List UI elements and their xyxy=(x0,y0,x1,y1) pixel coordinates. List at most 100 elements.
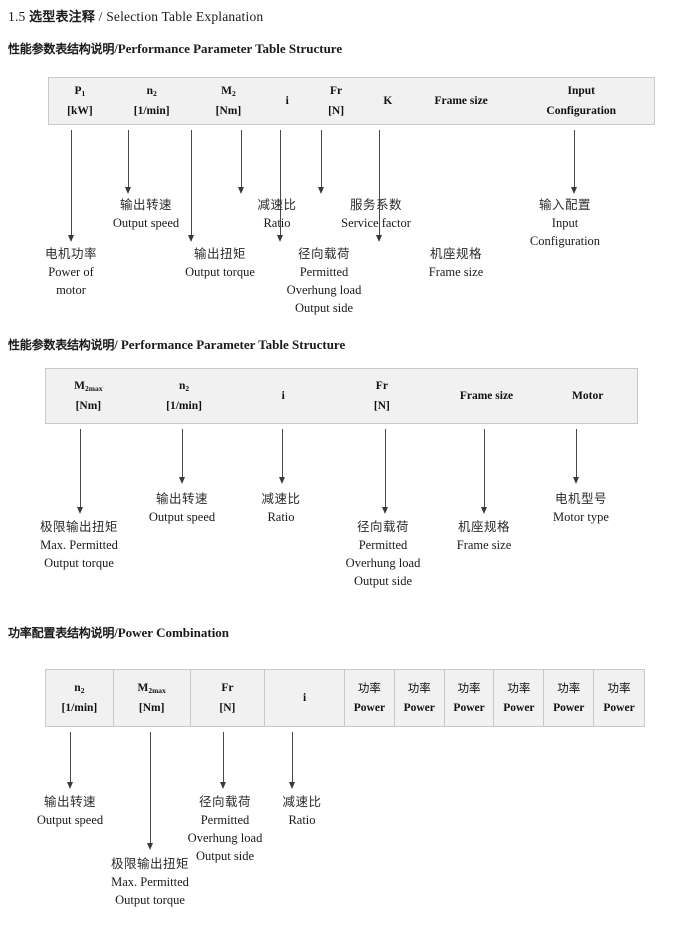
table3-col-i-symbol: i xyxy=(303,691,307,704)
table1-col-frame-size-label: Frame size xyxy=(434,94,488,107)
table3-col-fr: Fr [N] xyxy=(191,670,266,726)
callout-permitted-overhung-load-en-2: Overhung load xyxy=(286,283,362,298)
table2-col-i: i xyxy=(237,369,329,423)
callout-power-of-motor-en-2: motor xyxy=(56,283,86,298)
callout-output-speed-2: 输出转速 Output speed xyxy=(149,490,215,526)
callout-ratio-en-1: Ratio xyxy=(263,216,291,231)
callout-max-permitted-output-torque: 极限输出扭矩 Max. Permitted Output torque xyxy=(40,518,118,572)
page-title: 1.5 选型表注释 / Selection Table Explanation xyxy=(8,6,263,25)
table3-col-power-6-cn: 功率 xyxy=(607,680,631,695)
table3-col-n2: n2 [1/min] xyxy=(46,670,114,726)
callout-output-speed-2-en-1: Output speed xyxy=(148,510,216,525)
page-title-number: 1.5 xyxy=(8,9,26,24)
callout-output-speed-3-cn: 输出转速 xyxy=(43,794,96,809)
table1-col-p1: P1 [kW] xyxy=(49,78,111,124)
table2-col-n2: n2 [1/min] xyxy=(131,369,238,423)
performance-parameter-table-2: M2max [Nm] n2 [1/min] i Fr [N] Frame siz… xyxy=(45,368,638,424)
arrow-to-permitted-overhung-load-3 xyxy=(219,732,228,789)
table2-col-n2-unit: [1/min] xyxy=(166,400,202,412)
table1-col-frame-size: Frame size xyxy=(414,78,509,124)
callout-frame-size-en-1: Frame size xyxy=(428,265,484,280)
callout-output-speed-3: 输出转速 Output speed xyxy=(37,793,103,829)
performance-parameter-table-1: P1 [kW] n2 [1/min] M2 [Nm] i Fr [N] K Fr… xyxy=(48,77,655,125)
arrow-to-motor-type xyxy=(572,429,581,484)
section-2-heading: 性能参数表结构说明/ Performance Parameter Table S… xyxy=(8,336,345,353)
callout-output-speed-2-cn: 输出转速 xyxy=(155,491,208,506)
callout-permitted-overhung-load-3-en-3: Output side xyxy=(196,849,254,864)
power-combination-table: n2 [1/min] M2max [Nm] Fr [N] i 功率 Power … xyxy=(45,669,645,727)
table3-col-power-4: 功率 Power xyxy=(494,670,545,726)
table2-col-motor: Motor xyxy=(538,369,637,423)
arrow-to-output-speed xyxy=(124,130,133,194)
table3-col-i: i xyxy=(265,670,345,726)
arrow-to-max-permitted-output-torque xyxy=(76,429,85,514)
callout-power-of-motor-en-1: Power of xyxy=(48,265,94,280)
callout-permitted-overhung-load-2-en-3: Output side xyxy=(354,574,412,589)
callout-ratio-3-en-1: Ratio xyxy=(288,813,316,828)
callout-permitted-overhung-load-2-en-1: Permitted xyxy=(358,538,408,553)
table1-col-i-symbol: i xyxy=(285,94,289,107)
table1-col-fr-symbol: Fr xyxy=(329,84,343,97)
callout-input-configuration-cn: 输入配置 xyxy=(538,197,592,212)
table2-col-frame-size-label: Frame size xyxy=(459,389,514,402)
callout-service-factor-en-1: Service factor xyxy=(341,216,411,231)
table1-col-p1-symbol: P1 xyxy=(74,84,86,98)
callout-frame-size: 机座规格 Frame size xyxy=(429,245,484,281)
table3-col-power-2-cn: 功率 xyxy=(407,680,431,695)
arrow-to-ratio xyxy=(237,130,246,194)
table3-col-m2max-subscript: 2max xyxy=(148,685,166,695)
table3-col-power-6: 功率 Power xyxy=(594,670,644,726)
table1-col-p1-subscript: 1 xyxy=(81,88,86,98)
table3-col-power-3-cn: 功率 xyxy=(457,680,481,695)
arrow-to-ratio-2 xyxy=(278,429,287,484)
table1-col-m2: M2 [Nm] xyxy=(193,78,265,124)
table2-col-m2max-symbol: M2max xyxy=(74,379,103,393)
section-1-heading: 性能参数表结构说明/Performance Parameter Table St… xyxy=(8,40,342,57)
table2-col-frame-size: Frame size xyxy=(435,369,539,423)
callout-frame-size-2-cn: 机座规格 xyxy=(457,519,510,534)
table3-col-power-1-cn: 功率 xyxy=(357,680,381,695)
callout-output-speed-cn: 输出转速 xyxy=(119,197,172,212)
section-1-heading-separator: / xyxy=(114,42,118,56)
callout-input-configuration-en-2: Configuration xyxy=(529,234,601,249)
table1-col-m2-symbol: M2 xyxy=(221,84,236,98)
table1-col-fr-unit: [N] xyxy=(328,105,345,117)
page-title-separator: / xyxy=(98,9,103,24)
table3-col-power-1: 功率 Power xyxy=(345,670,395,726)
callout-max-permitted-output-torque-cn: 极限输出扭矩 xyxy=(39,519,119,534)
callout-ratio-cn: 减速比 xyxy=(257,197,297,212)
table3-col-power-1-en: Power xyxy=(353,702,386,714)
arrow-to-output-speed-2 xyxy=(178,429,187,484)
callout-permitted-overhung-load-2-en-2: Overhung load xyxy=(345,556,421,571)
callout-ratio-3: 减速比 Ratio xyxy=(282,793,321,829)
callout-frame-size-2-en-1: Frame size xyxy=(456,538,512,553)
table3-col-fr-symbol: Fr xyxy=(221,681,234,694)
arrow-to-power-of-motor xyxy=(67,130,76,242)
table2-col-n2-subscript: 2 xyxy=(185,383,190,393)
table1-col-i: i xyxy=(264,78,310,124)
section-3-heading: 功率配置表结构说明/Power Combination xyxy=(8,624,229,641)
callout-permitted-overhung-load-3-en-1: Permitted xyxy=(200,813,250,828)
table1-col-input-configuration: Input Configuration xyxy=(508,78,654,124)
table3-col-power-4-cn: 功率 xyxy=(507,680,531,695)
table1-col-n2-unit: [1/min] xyxy=(133,105,170,117)
table3-col-fr-unit: [N] xyxy=(219,702,236,714)
arrow-to-max-permitted-output-torque-3 xyxy=(146,732,155,850)
callout-max-permitted-output-torque-3-cn: 极限输出扭矩 xyxy=(110,856,190,871)
table3-col-power-2: 功率 Power xyxy=(395,670,445,726)
table2-col-m2max-unit: [Nm] xyxy=(75,400,102,412)
callout-ratio-2: 减速比 Ratio xyxy=(261,490,300,526)
table3-col-power-5-en: Power xyxy=(553,702,585,714)
callout-permitted-overhung-load-en-3: Output side xyxy=(295,301,353,316)
callout-frame-size-2: 机座规格 Frame size xyxy=(457,518,512,554)
callout-output-torque-cn: 输出扭矩 xyxy=(193,246,247,261)
table3-col-power-5: 功率 Power xyxy=(544,670,595,726)
callout-permitted-overhung-load-2-cn: 径向载荷 xyxy=(356,519,410,534)
section-2-heading-separator: / xyxy=(114,338,118,352)
callout-permitted-overhung-load-3: 径向载荷 Permitted Overhung load Output side xyxy=(188,793,263,866)
table1-col-n2: n2 [1/min] xyxy=(111,78,193,124)
callout-max-permitted-output-torque-en-1: Max. Permitted xyxy=(40,538,118,553)
callout-max-permitted-output-torque-3-en-2: Output torque xyxy=(115,893,185,908)
page-title-en: Selection Table Explanation xyxy=(106,9,264,24)
